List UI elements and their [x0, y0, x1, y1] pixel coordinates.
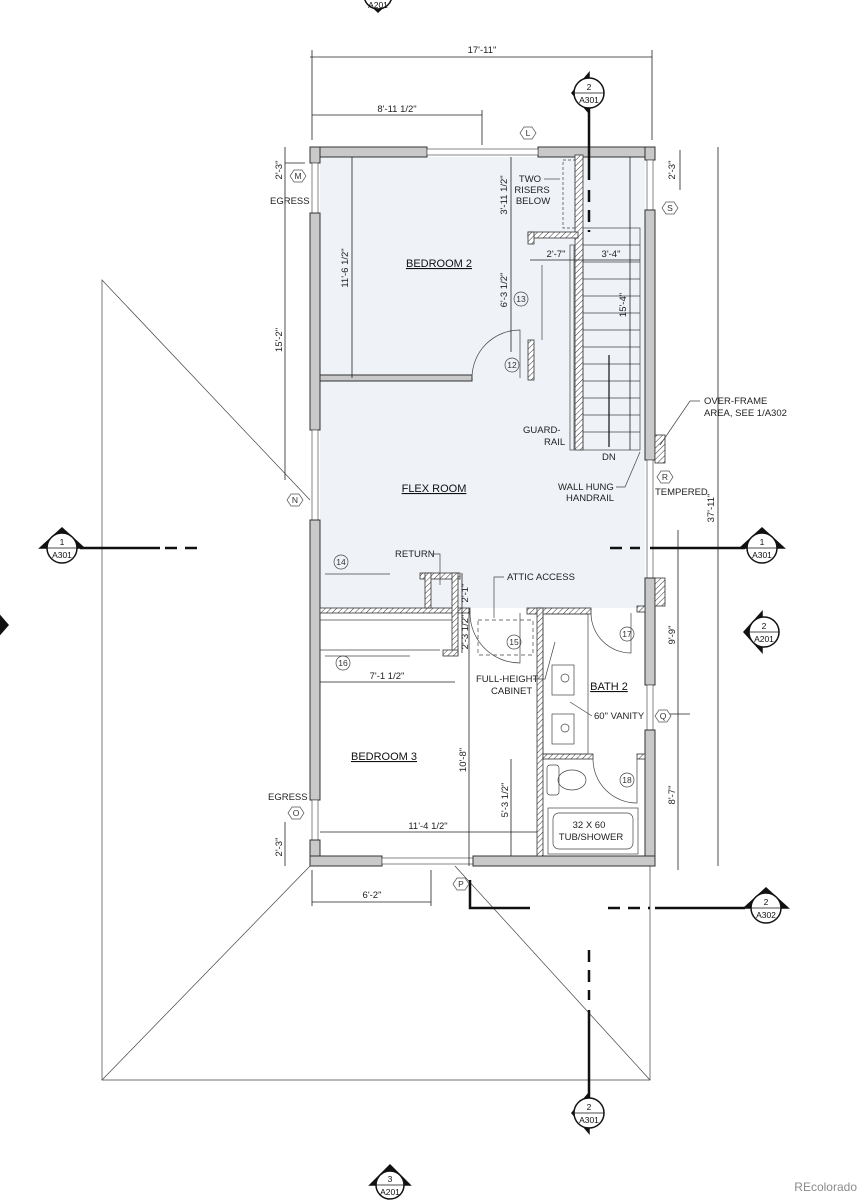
window-tag-p: P [458, 879, 464, 889]
annotations: EGRESS EGRESS TWO RISERS BELOW GUARD- RA… [268, 174, 787, 843]
window-tags [286, 126, 679, 891]
dimension-lines [284, 50, 719, 906]
section-marker-dividers [47, 92, 781, 1186]
window-tag-m: M [294, 171, 301, 181]
dim-bath-toilet: 5'-3 1/2" [500, 783, 511, 818]
note-two-risers: BELOW [516, 196, 550, 207]
doors [325, 265, 638, 804]
dim-closet-depth: 6'-3 1/2" [499, 273, 510, 308]
door-tag-18: 18 [622, 775, 632, 785]
note-handrail: HANDRAIL [566, 493, 614, 504]
dim-overall-width: 17'-11" [468, 45, 497, 56]
note-tempered: TEMPERED [655, 487, 708, 498]
room-label-bedroom-2: BEDROOM 2 [406, 258, 472, 270]
dim-m-window: 2'-3" [274, 161, 285, 180]
section-bottom-right-num: 2 [587, 1102, 592, 1112]
section-left-sheet: A301 [52, 550, 72, 560]
section-left-num: 1 [60, 537, 65, 547]
dim-left-depth: 15'-2" [274, 328, 285, 352]
note-two-risers: TWO [519, 174, 541, 185]
dim-overall-depth: 37'-11" [706, 494, 717, 523]
section-top-right-num: 2 [587, 82, 592, 92]
door-tag-12: 12 [507, 360, 517, 370]
dimension-labels: 17'-11" 8'-11 1/2" 37'-11" 2'-3" 2'-3" 1… [274, 45, 717, 901]
dim-risers: 3'-11 1/2" [499, 175, 510, 214]
window-tag-s: S [667, 203, 673, 213]
bath-fixtures [542, 613, 639, 855]
note-egress-bottom: EGRESS [268, 792, 308, 803]
note-attic-access: ATTIC ACCESS [507, 572, 575, 583]
stair [562, 159, 641, 451]
dim-bedroom3-closet-width: 7'-1 1/2" [370, 671, 405, 682]
dim-stair-length: 15'-4" [618, 293, 629, 317]
note-return: RETURN [395, 549, 435, 560]
note-egress-top: EGRESS [270, 196, 310, 207]
section-bottom-sheet: A201 [380, 1187, 400, 1197]
dim-s-window: 2'-3" [667, 161, 678, 180]
note-guardrail: RAIL [544, 437, 565, 448]
section-top-sheet: A201 [368, 0, 388, 10]
dim-right-upper: 9'-9" [667, 626, 678, 645]
note-vanity: 60" VANITY [594, 711, 645, 722]
section-bottom-num: 3 [388, 1174, 393, 1184]
dim-bedroom2-width: 8'-11 1/2" [377, 104, 416, 115]
dim-stair-width: 3'-4" [602, 249, 621, 260]
section-right-low-sheet: A302 [756, 910, 776, 920]
section-bottom-right-sheet: A301 [579, 1115, 599, 1125]
section-right-num: 1 [760, 537, 765, 547]
note-guardrail: GUARD- [523, 425, 560, 436]
door-tag-16: 16 [338, 658, 348, 668]
section-top-right-sheet: A301 [579, 95, 599, 105]
door-tag-14: 14 [336, 557, 346, 567]
section-right-mid-num: 2 [762, 621, 767, 631]
door-tags [333, 291, 635, 788]
roof-outline [101, 279, 651, 1081]
window-tag-n: N [292, 495, 298, 505]
note-down: DN [602, 452, 616, 463]
dim-p-window: 6'-2" [363, 890, 382, 901]
dim-bedroom3-depth: 10'-8" [458, 748, 469, 772]
section-right-low-num: 2 [764, 897, 769, 907]
dim-closet-width: 2'-7" [547, 249, 566, 260]
note-cabinet: FULL-HEIGHT [476, 674, 538, 685]
section-lines [80, 108, 745, 1098]
window-tag-o: O [293, 808, 300, 818]
interior-walls [319, 154, 646, 857]
section-right-sheet: A301 [752, 550, 772, 560]
note-tub: TUB/SHOWER [559, 832, 624, 843]
window-tag-q: Q [660, 711, 667, 721]
room-label-bedroom-3: BEDROOM 3 [351, 751, 417, 763]
exterior-walls [309, 146, 666, 867]
dim-closet3-depth: 2'-3 1/2" [460, 615, 471, 650]
dim-right-lower: 8'-7" [667, 786, 678, 805]
dim-bedroom2-depth: 11'-6 1/2" [340, 248, 351, 287]
door-tag-15: 15 [509, 637, 519, 647]
window-tag-l: L [526, 128, 531, 138]
note-handrail: WALL HUNG [558, 482, 614, 493]
room-label-bath-2: BATH 2 [590, 681, 628, 693]
watermark: REcolorado [794, 1180, 857, 1194]
window-tag-r: R [662, 472, 668, 482]
note-overframe: OVER-FRAME [704, 396, 767, 407]
door-tag-17: 17 [622, 629, 632, 639]
dim-return-depth: 2'-1" [460, 584, 471, 603]
door-tag-13: 13 [516, 294, 526, 304]
note-tub: 32 X 60 [573, 820, 606, 831]
note-overframe: AREA, SEE 1/A302 [704, 408, 787, 419]
section-right-mid-sheet: A201 [754, 634, 774, 644]
dim-bedroom3-width: 11'-4 1/2" [408, 821, 447, 832]
upper-floor-area [320, 157, 645, 608]
room-label-flex-room: FLEX ROOM [402, 483, 467, 495]
note-cabinet: CABINET [491, 686, 532, 697]
note-two-risers: RISERS [514, 185, 549, 196]
dim-o-window: 2'-3" [274, 838, 285, 857]
